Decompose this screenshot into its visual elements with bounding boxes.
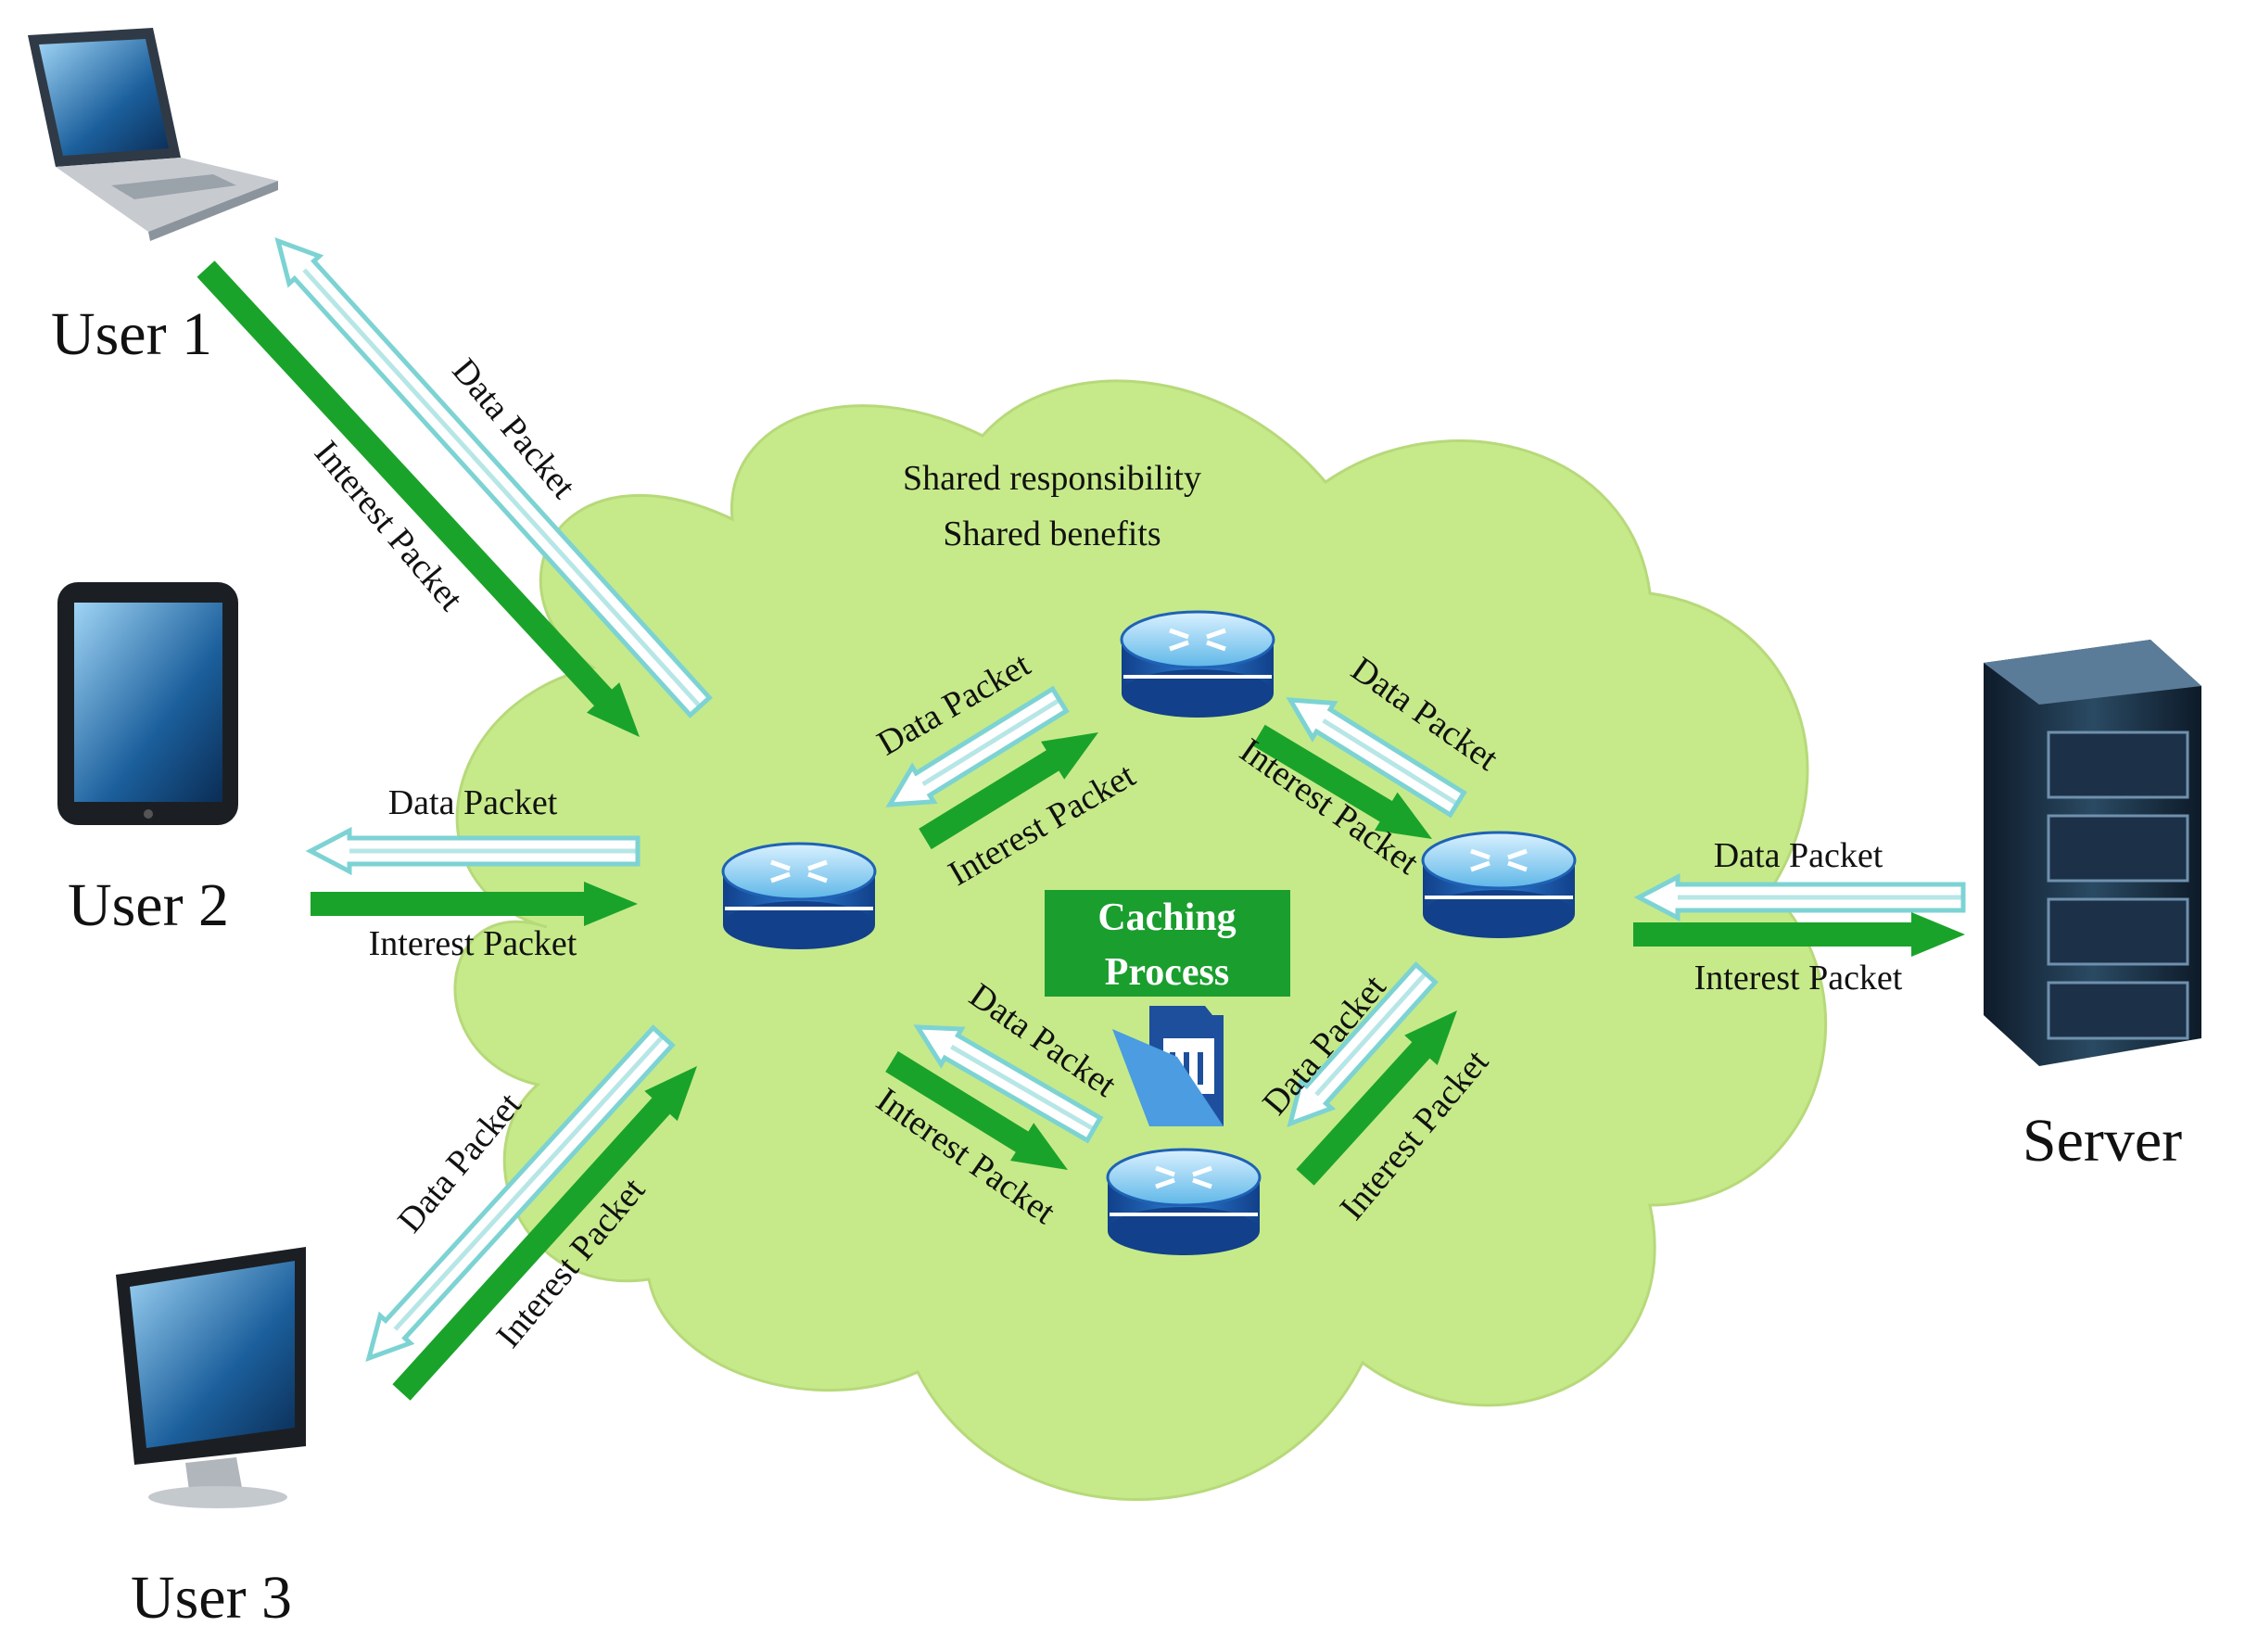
arrow-interest-r4r3 xyxy=(1296,1010,1457,1186)
monitor-icon xyxy=(116,1247,306,1508)
arrow-interest-r2r3 xyxy=(1252,724,1432,839)
laptop-icon xyxy=(28,28,278,241)
arrow-data-r1r4 xyxy=(913,1024,1104,1144)
caching-label-line2: Process xyxy=(1105,951,1230,994)
arrow-data-user2 xyxy=(305,826,641,876)
router-icon xyxy=(1122,612,1274,718)
user1-label: User 1 xyxy=(51,300,212,368)
arrow-data-r2r3 xyxy=(1286,697,1467,819)
arrow-interest-user2 xyxy=(311,882,638,926)
arrow-data-user1 xyxy=(274,237,713,718)
caching-process-box: Caching Process xyxy=(1045,890,1290,997)
folder-icon xyxy=(1112,1006,1224,1126)
server-label: Server xyxy=(2023,1107,2182,1175)
arrow-interest-user3 xyxy=(392,1066,697,1401)
label-interest-server: Interest Packet xyxy=(1694,959,1903,998)
tablet-icon xyxy=(57,582,238,825)
arrow-data-user3 xyxy=(365,1024,676,1362)
arrow-layer xyxy=(197,237,1966,1401)
router-icon xyxy=(723,844,875,949)
label-data-user2: Data Packet xyxy=(388,783,558,822)
arrow-data-r4r3 xyxy=(1287,961,1439,1128)
arrow-data-server xyxy=(1633,872,1966,922)
server-rack-icon xyxy=(1984,640,2201,1066)
label-data-server: Data Packet xyxy=(1714,836,1884,875)
user2-label: User 2 xyxy=(68,871,229,939)
label-interest-user2: Interest Packet xyxy=(369,924,577,963)
arrow-interest-r1r4 xyxy=(885,1050,1068,1170)
cloud-caption-line1: Shared responsibility xyxy=(903,459,1201,498)
arrow-interest-r1r2 xyxy=(919,732,1098,850)
router-icon xyxy=(1423,832,1575,938)
router-icon xyxy=(1108,1150,1260,1255)
caching-label-line1: Caching xyxy=(1097,896,1236,939)
arrow-interest-user1 xyxy=(197,261,640,737)
arrow-interest-server xyxy=(1633,912,1965,957)
arrow-data-r1r2 xyxy=(885,685,1070,807)
user3-label: User 3 xyxy=(131,1564,292,1632)
cloud-caption-line2: Shared benefits xyxy=(943,515,1161,553)
